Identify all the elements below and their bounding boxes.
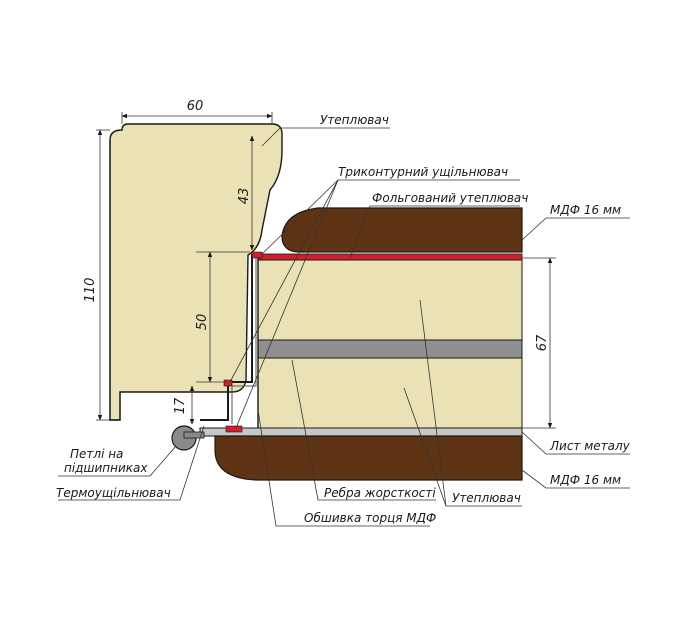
label-thermo-seal: Термоущільнювач [56, 486, 171, 500]
label-insulation-top: Утеплювач [320, 113, 389, 127]
label-triple-seal: Триконтурний ущільнювач [338, 165, 508, 179]
label-hinges-line1: Петлі на [70, 447, 123, 461]
hinge-plate [183, 431, 205, 439]
seal-2 [223, 379, 233, 387]
stiffening-rib [257, 339, 523, 359]
steel-profile-inner [231, 256, 257, 424]
dim-50: 50 [195, 314, 210, 331]
dim-width-60: 60 [187, 99, 204, 114]
dim-67: 67 [535, 334, 550, 351]
frame-inner-edge [109, 140, 121, 421]
dim-height-110: 110 [83, 278, 98, 303]
seal-3 [225, 425, 243, 433]
label-mdf-edge-trim: Обшивка торця МДФ [304, 511, 436, 525]
dim-17: 17 [173, 397, 188, 414]
label-foil-insulation: Фольгований утеплювач [372, 191, 528, 205]
label-hinges-line2: підшипниках [64, 461, 148, 475]
label-stiffening-ribs: Ребра жорсткості [324, 486, 436, 500]
label-mdf-top: МДФ 16 мм [550, 203, 621, 217]
insulation-core-upper [257, 259, 523, 341]
label-insulation-bottom: Утеплювач [452, 491, 521, 505]
seal-1 [251, 251, 263, 259]
mdf-outer-panel [281, 207, 523, 253]
insulation-core-lower [257, 357, 523, 429]
metal-sheet [199, 427, 523, 437]
dim-43: 43 [237, 188, 252, 205]
label-metal-sheet: Лист металу [549, 439, 631, 453]
label-mdf-bottom: МДФ 16 мм [550, 473, 621, 487]
mdf-inner-panel [214, 435, 523, 481]
